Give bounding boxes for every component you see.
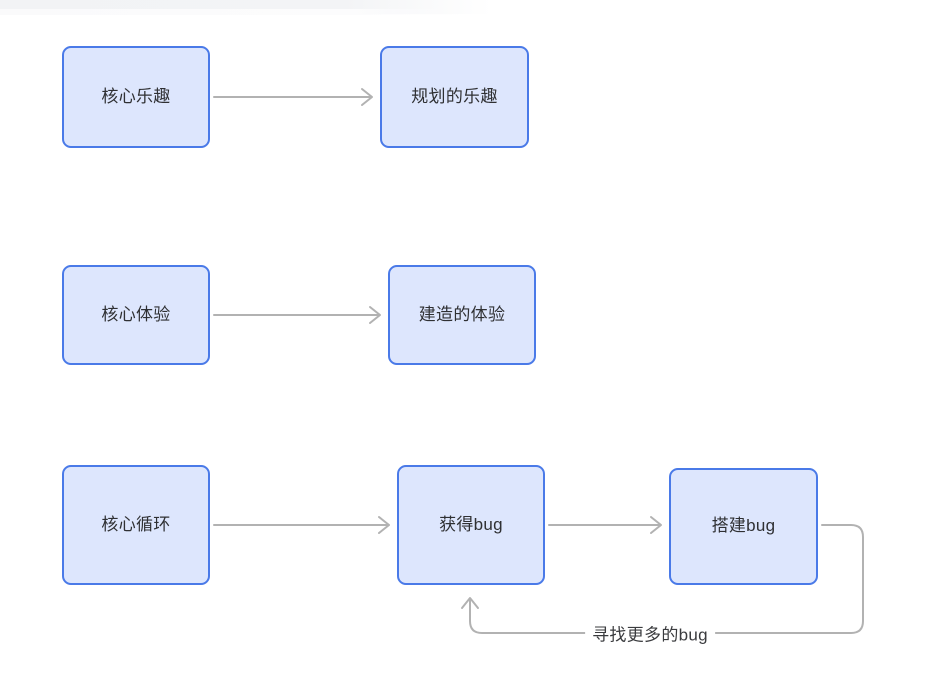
- node-planned-fun-label: 规划的乐趣: [411, 86, 498, 106]
- node-core-fun-label: 核心乐趣: [101, 86, 171, 106]
- node-get-bug-label: 获得bug: [439, 514, 503, 534]
- top-gray-strip-fade: [0, 9, 470, 15]
- node-core-experience-label: 核心体验: [101, 304, 171, 324]
- node-core-experience[interactable]: 核心体验: [62, 265, 210, 365]
- top-gray-strip: [0, 0, 492, 14]
- edge-get-bug-to-build-bug: [548, 516, 662, 534]
- node-core-loop[interactable]: 核心循环: [62, 465, 210, 585]
- edge-core-fun-to-planned-fun: [213, 88, 373, 106]
- node-build-bug[interactable]: 搭建bug: [669, 468, 818, 585]
- node-build-bug-label: 搭建bug: [711, 516, 776, 536]
- node-core-loop-label: 核心循环: [101, 514, 171, 534]
- node-built-experience-label: 建造的体验: [418, 304, 506, 324]
- node-built-experience[interactable]: 建造的体验: [388, 265, 536, 365]
- edge-label-find-more-bugs: 寻找更多的bug: [585, 620, 715, 646]
- node-get-bug[interactable]: 获得bug: [397, 465, 545, 585]
- edge-core-loop-to-get-bug: [213, 516, 390, 534]
- node-core-fun[interactable]: 核心乐趣: [62, 46, 210, 148]
- edge-core-experience-to-built-experience: [213, 306, 381, 324]
- node-planned-fun[interactable]: 规划的乐趣: [380, 46, 529, 148]
